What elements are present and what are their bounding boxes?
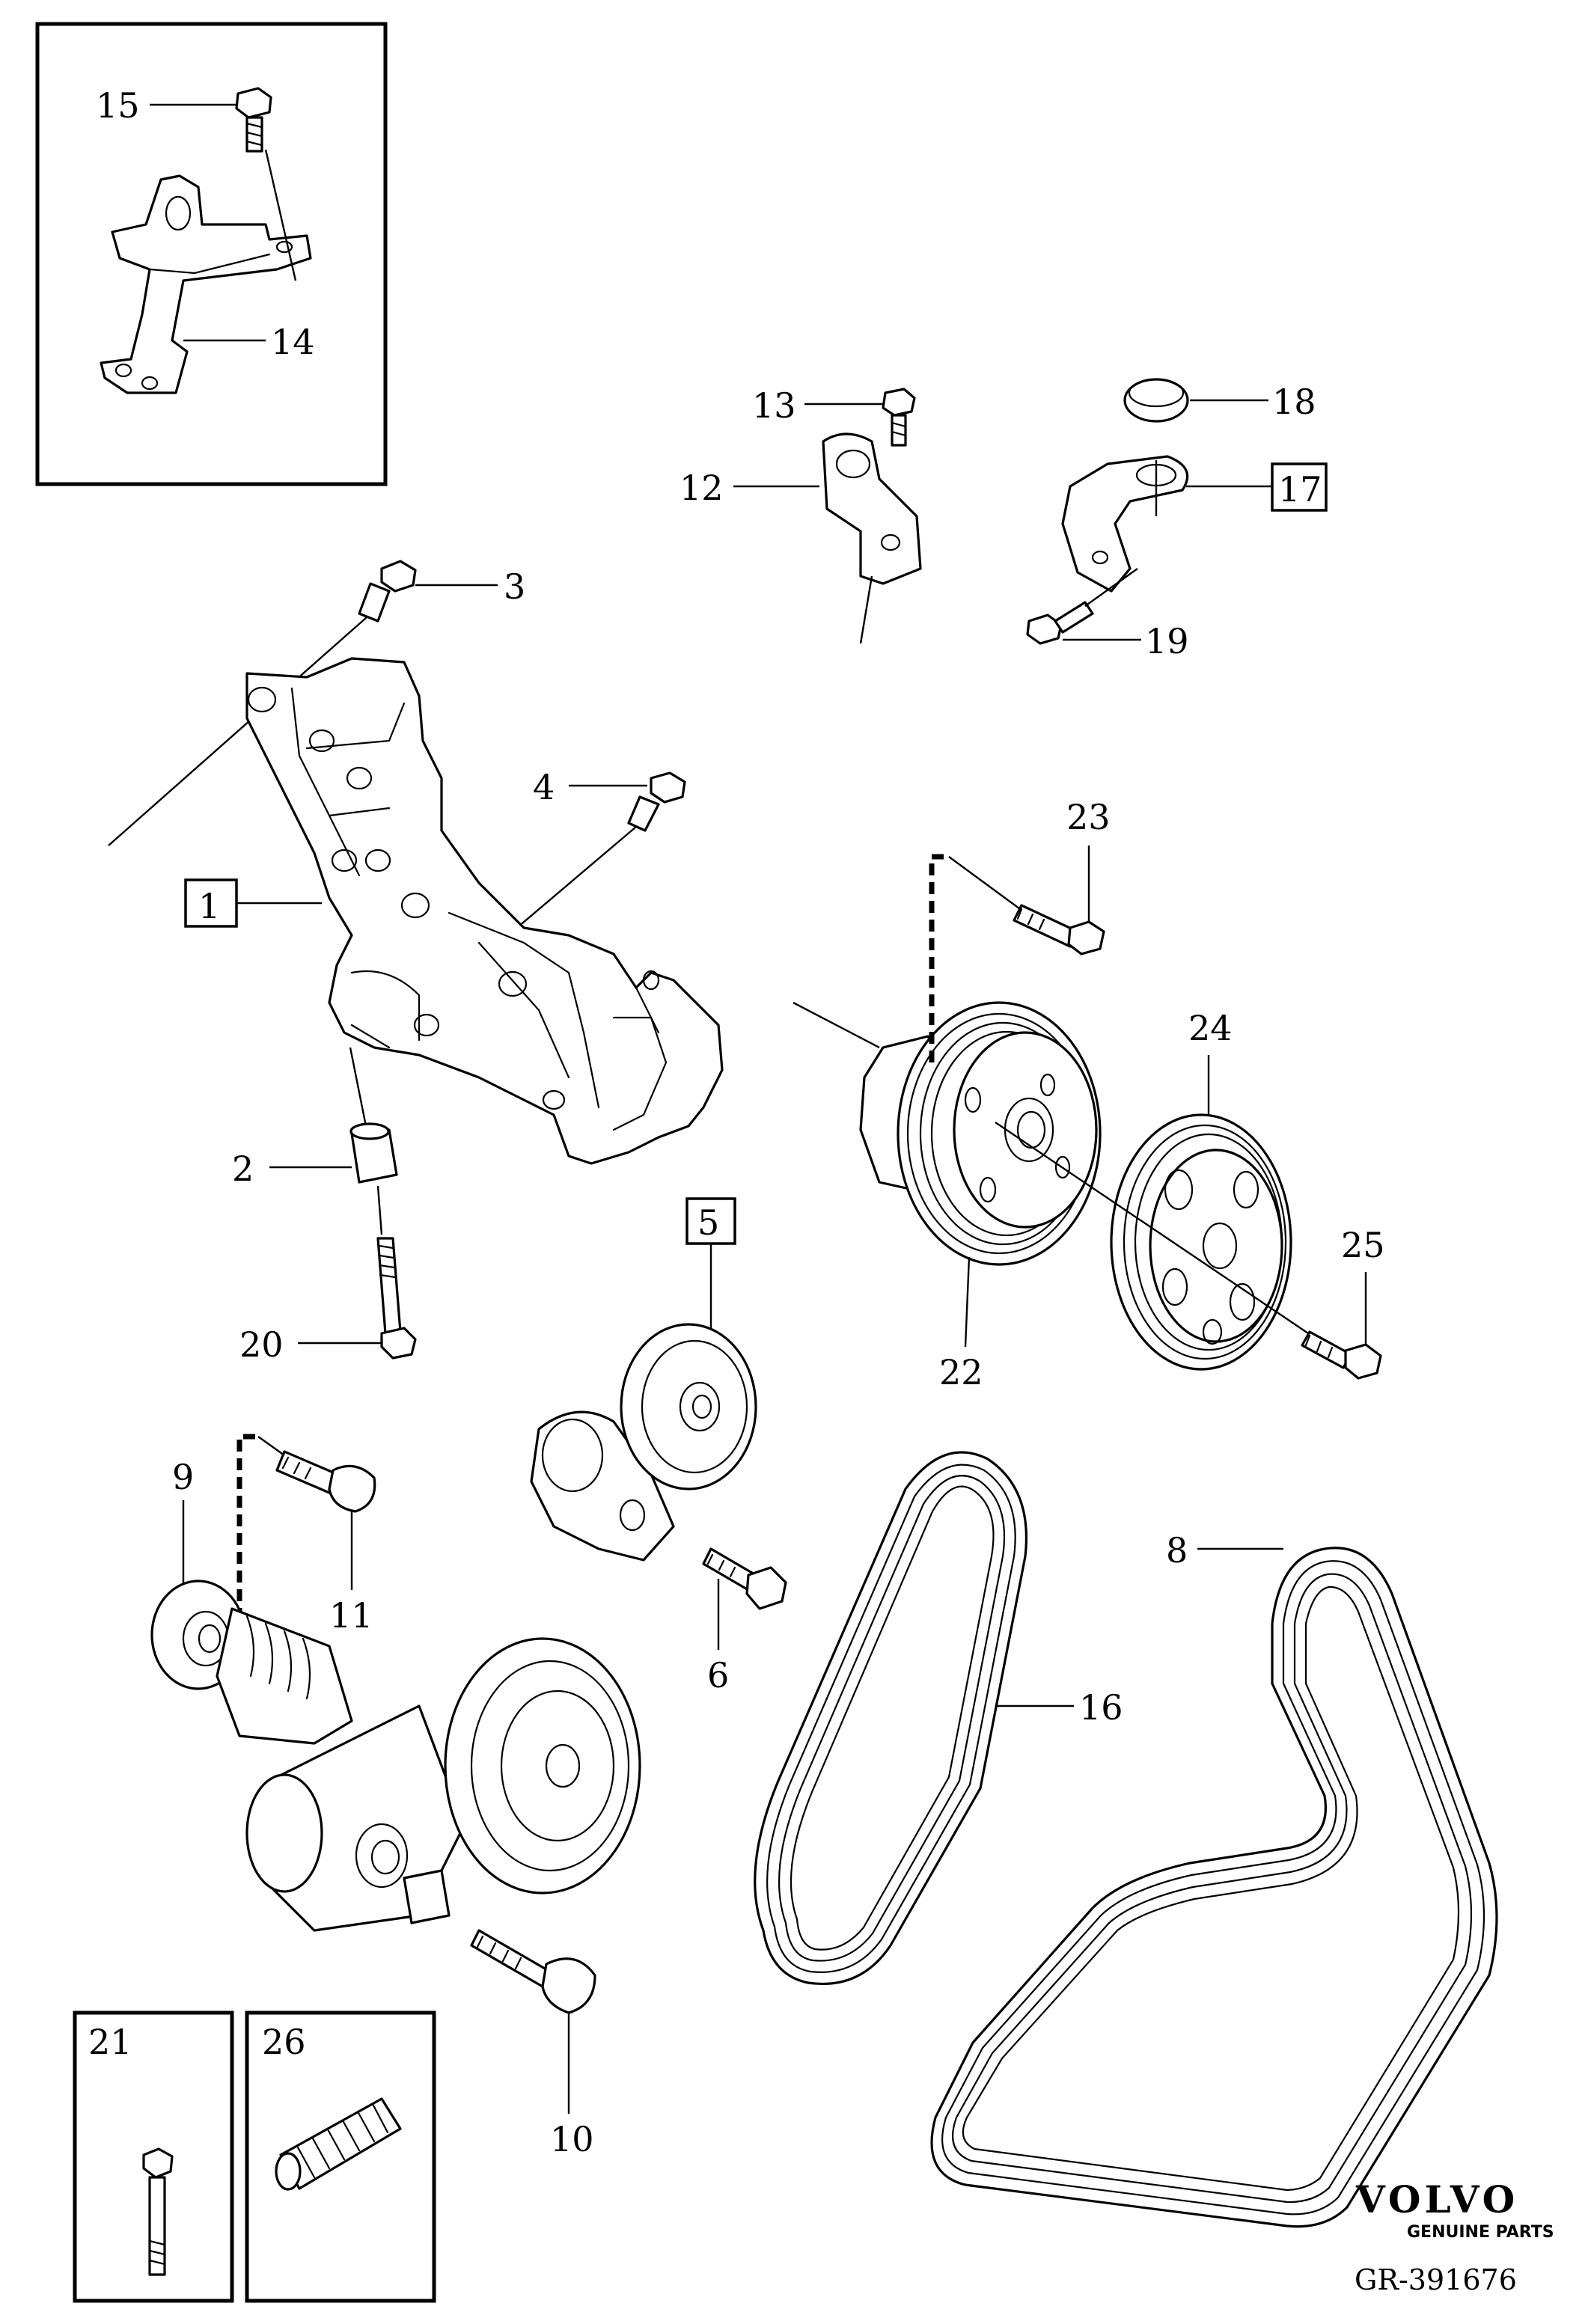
bolt-10 <box>470 1929 596 2114</box>
callout-16: 16 <box>1079 1687 1123 1728</box>
bracket-12 <box>822 432 922 644</box>
callout-23: 23 <box>1066 797 1111 837</box>
callout-12: 12 <box>680 468 724 508</box>
callout-19: 19 <box>1145 621 1189 661</box>
callout-20: 20 <box>239 1324 284 1365</box>
callout-3: 3 <box>504 566 525 607</box>
callout-9: 9 <box>172 1457 194 1497</box>
callout-15: 15 <box>96 85 140 126</box>
spacer-2 <box>349 1047 398 1184</box>
idler-5 <box>530 1323 757 1562</box>
callout-13: 13 <box>752 385 796 426</box>
callout-2: 2 <box>232 1149 254 1189</box>
callout-1-box <box>184 878 238 928</box>
callout-11: 11 <box>329 1595 373 1636</box>
callout-10: 10 <box>550 2119 594 2159</box>
bracket-1 <box>245 657 724 1165</box>
bolt-20 <box>376 1185 417 1360</box>
brand-subtitle: GENUINE PARTS <box>1407 2223 1554 2242</box>
dashed-leader-23 <box>929 854 949 1062</box>
pulley-24 <box>1110 1055 1292 1371</box>
callout-8: 8 <box>1166 1530 1188 1571</box>
bolt-21 <box>142 2147 174 2276</box>
bolt-3 <box>108 560 417 846</box>
dashed-leader-11 <box>236 1434 258 1657</box>
tensioner-9 <box>150 1580 641 1932</box>
bracket-14 <box>100 174 312 394</box>
inset-frame <box>35 22 388 486</box>
callout-14: 14 <box>271 322 315 362</box>
callout-26: 26 <box>262 2022 306 2062</box>
callout-6: 6 <box>707 1655 729 1695</box>
bolt-11 <box>275 1450 376 1590</box>
bolt-6 <box>702 1547 787 1650</box>
callout-17: 17 <box>1278 469 1322 510</box>
cap-18 <box>1123 378 1189 423</box>
callout-22: 22 <box>939 1352 983 1392</box>
callout-4: 4 <box>533 767 555 807</box>
belt-8 <box>930 1547 1498 2228</box>
brand-logo: VOLVO <box>1355 2177 1518 2221</box>
callout-1: 1 <box>198 886 220 926</box>
bolt-23 <box>1013 845 1105 955</box>
bolt-19 <box>1026 568 1138 645</box>
callout-24: 24 <box>1188 1008 1233 1048</box>
bolt-13 <box>882 388 916 447</box>
box-26 <box>245 2010 436 2303</box>
callout-18: 18 <box>1272 382 1316 422</box>
diagram-reference: GR-391676 <box>1355 2263 1517 2296</box>
bolt-15 <box>235 87 297 281</box>
box-21 <box>73 2010 234 2303</box>
axis-line <box>995 1122 1318 1340</box>
callout-5: 5 <box>697 1202 719 1243</box>
bracket-17 <box>1061 455 1189 593</box>
bolt-25 <box>1301 1272 1382 1380</box>
belt-16 <box>754 1451 1028 1985</box>
water-pump-22 <box>793 1001 1102 1266</box>
callout-25: 25 <box>1341 1225 1385 1265</box>
callout-21: 21 <box>88 2022 132 2062</box>
stud-26 <box>275 2097 402 2191</box>
